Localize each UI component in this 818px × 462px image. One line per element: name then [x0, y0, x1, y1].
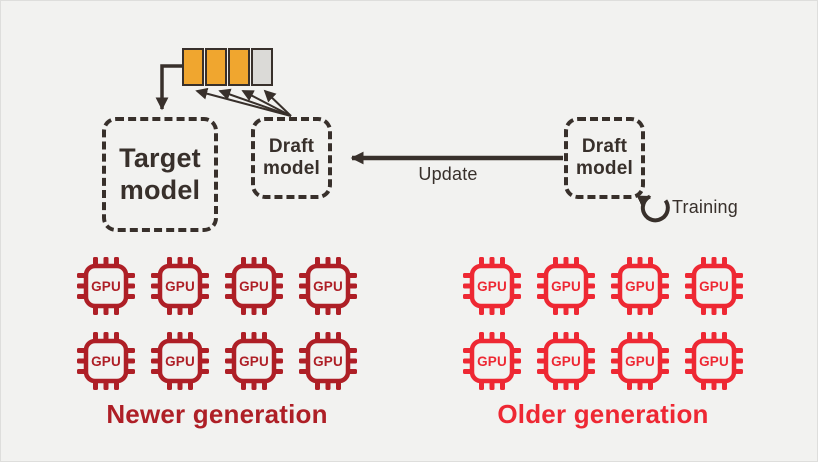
token-cell-4 — [251, 48, 273, 86]
training-label: Training — [672, 197, 738, 217]
draft-model-label: Draft model — [263, 135, 320, 179]
gpu-chip: GPU — [610, 256, 670, 316]
gpu-chip-label: GPU — [239, 353, 269, 369]
draft-model-box-new: Draft model — [251, 117, 332, 199]
gpu-chip-label: GPU — [551, 353, 581, 369]
token-strip — [182, 48, 273, 86]
gpu-chip-label: GPU — [551, 278, 581, 294]
gpu-chip: GPU — [224, 331, 284, 391]
gpu-chip: GPU — [224, 256, 284, 316]
gpu-chip-label: GPU — [165, 353, 195, 369]
gpu-chip-label: GPU — [625, 353, 655, 369]
gpu-chip-label: GPU — [91, 353, 121, 369]
draft-model-label: Draft model — [576, 135, 633, 179]
gpu-chip: GPU — [610, 331, 670, 391]
gpu-chip: GPU — [150, 331, 210, 391]
gpu-chip-label: GPU — [165, 278, 195, 294]
gpu-chip: GPU — [684, 331, 744, 391]
gpu-chip-label: GPU — [625, 278, 655, 294]
gpu-chip-label: GPU — [477, 278, 507, 294]
gpu-chip-label: GPU — [91, 278, 121, 294]
gpu-chip-label: GPU — [699, 278, 729, 294]
gpu-chip: GPU — [536, 331, 596, 391]
gpu-chip: GPU — [462, 256, 522, 316]
gpu-chip: GPU — [684, 256, 744, 316]
gpu-chip: GPU — [76, 331, 136, 391]
caption-older-generation: Older generation — [497, 399, 709, 429]
gpu-group-older: GPU GPU GPU GPU GPU GPU GPU GPU — [462, 256, 744, 391]
target-model-box: Target model — [102, 117, 218, 232]
draft-model-box-old: Draft model — [564, 117, 645, 199]
token-cell-3 — [228, 48, 250, 86]
gpu-chip-label: GPU — [313, 353, 343, 369]
gpu-chip: GPU — [150, 256, 210, 316]
draft-to-tokens-arrows — [195, 87, 292, 117]
tokens-to-target-arrow — [155, 64, 182, 111]
target-model-label: Target model — [119, 142, 201, 205]
training-loop-icon — [636, 194, 670, 223]
gpu-chip-label: GPU — [313, 278, 343, 294]
gpu-group-newer: GPU GPU GPU GPU GPU GPU GPU GPU — [76, 256, 358, 391]
gpu-chip-label: GPU — [477, 353, 507, 369]
token-cell-2 — [205, 48, 227, 86]
gpu-chip: GPU — [298, 256, 358, 316]
gpu-chip-label: GPU — [699, 353, 729, 369]
token-cell-1 — [182, 48, 204, 86]
gpu-chip: GPU — [462, 331, 522, 391]
update-label: Update — [418, 164, 478, 184]
gpu-chip: GPU — [298, 331, 358, 391]
caption-newer-generation: Newer generation — [106, 399, 328, 429]
gpu-chip: GPU — [76, 256, 136, 316]
gpu-chip: GPU — [536, 256, 596, 316]
gpu-chip-label: GPU — [239, 278, 269, 294]
